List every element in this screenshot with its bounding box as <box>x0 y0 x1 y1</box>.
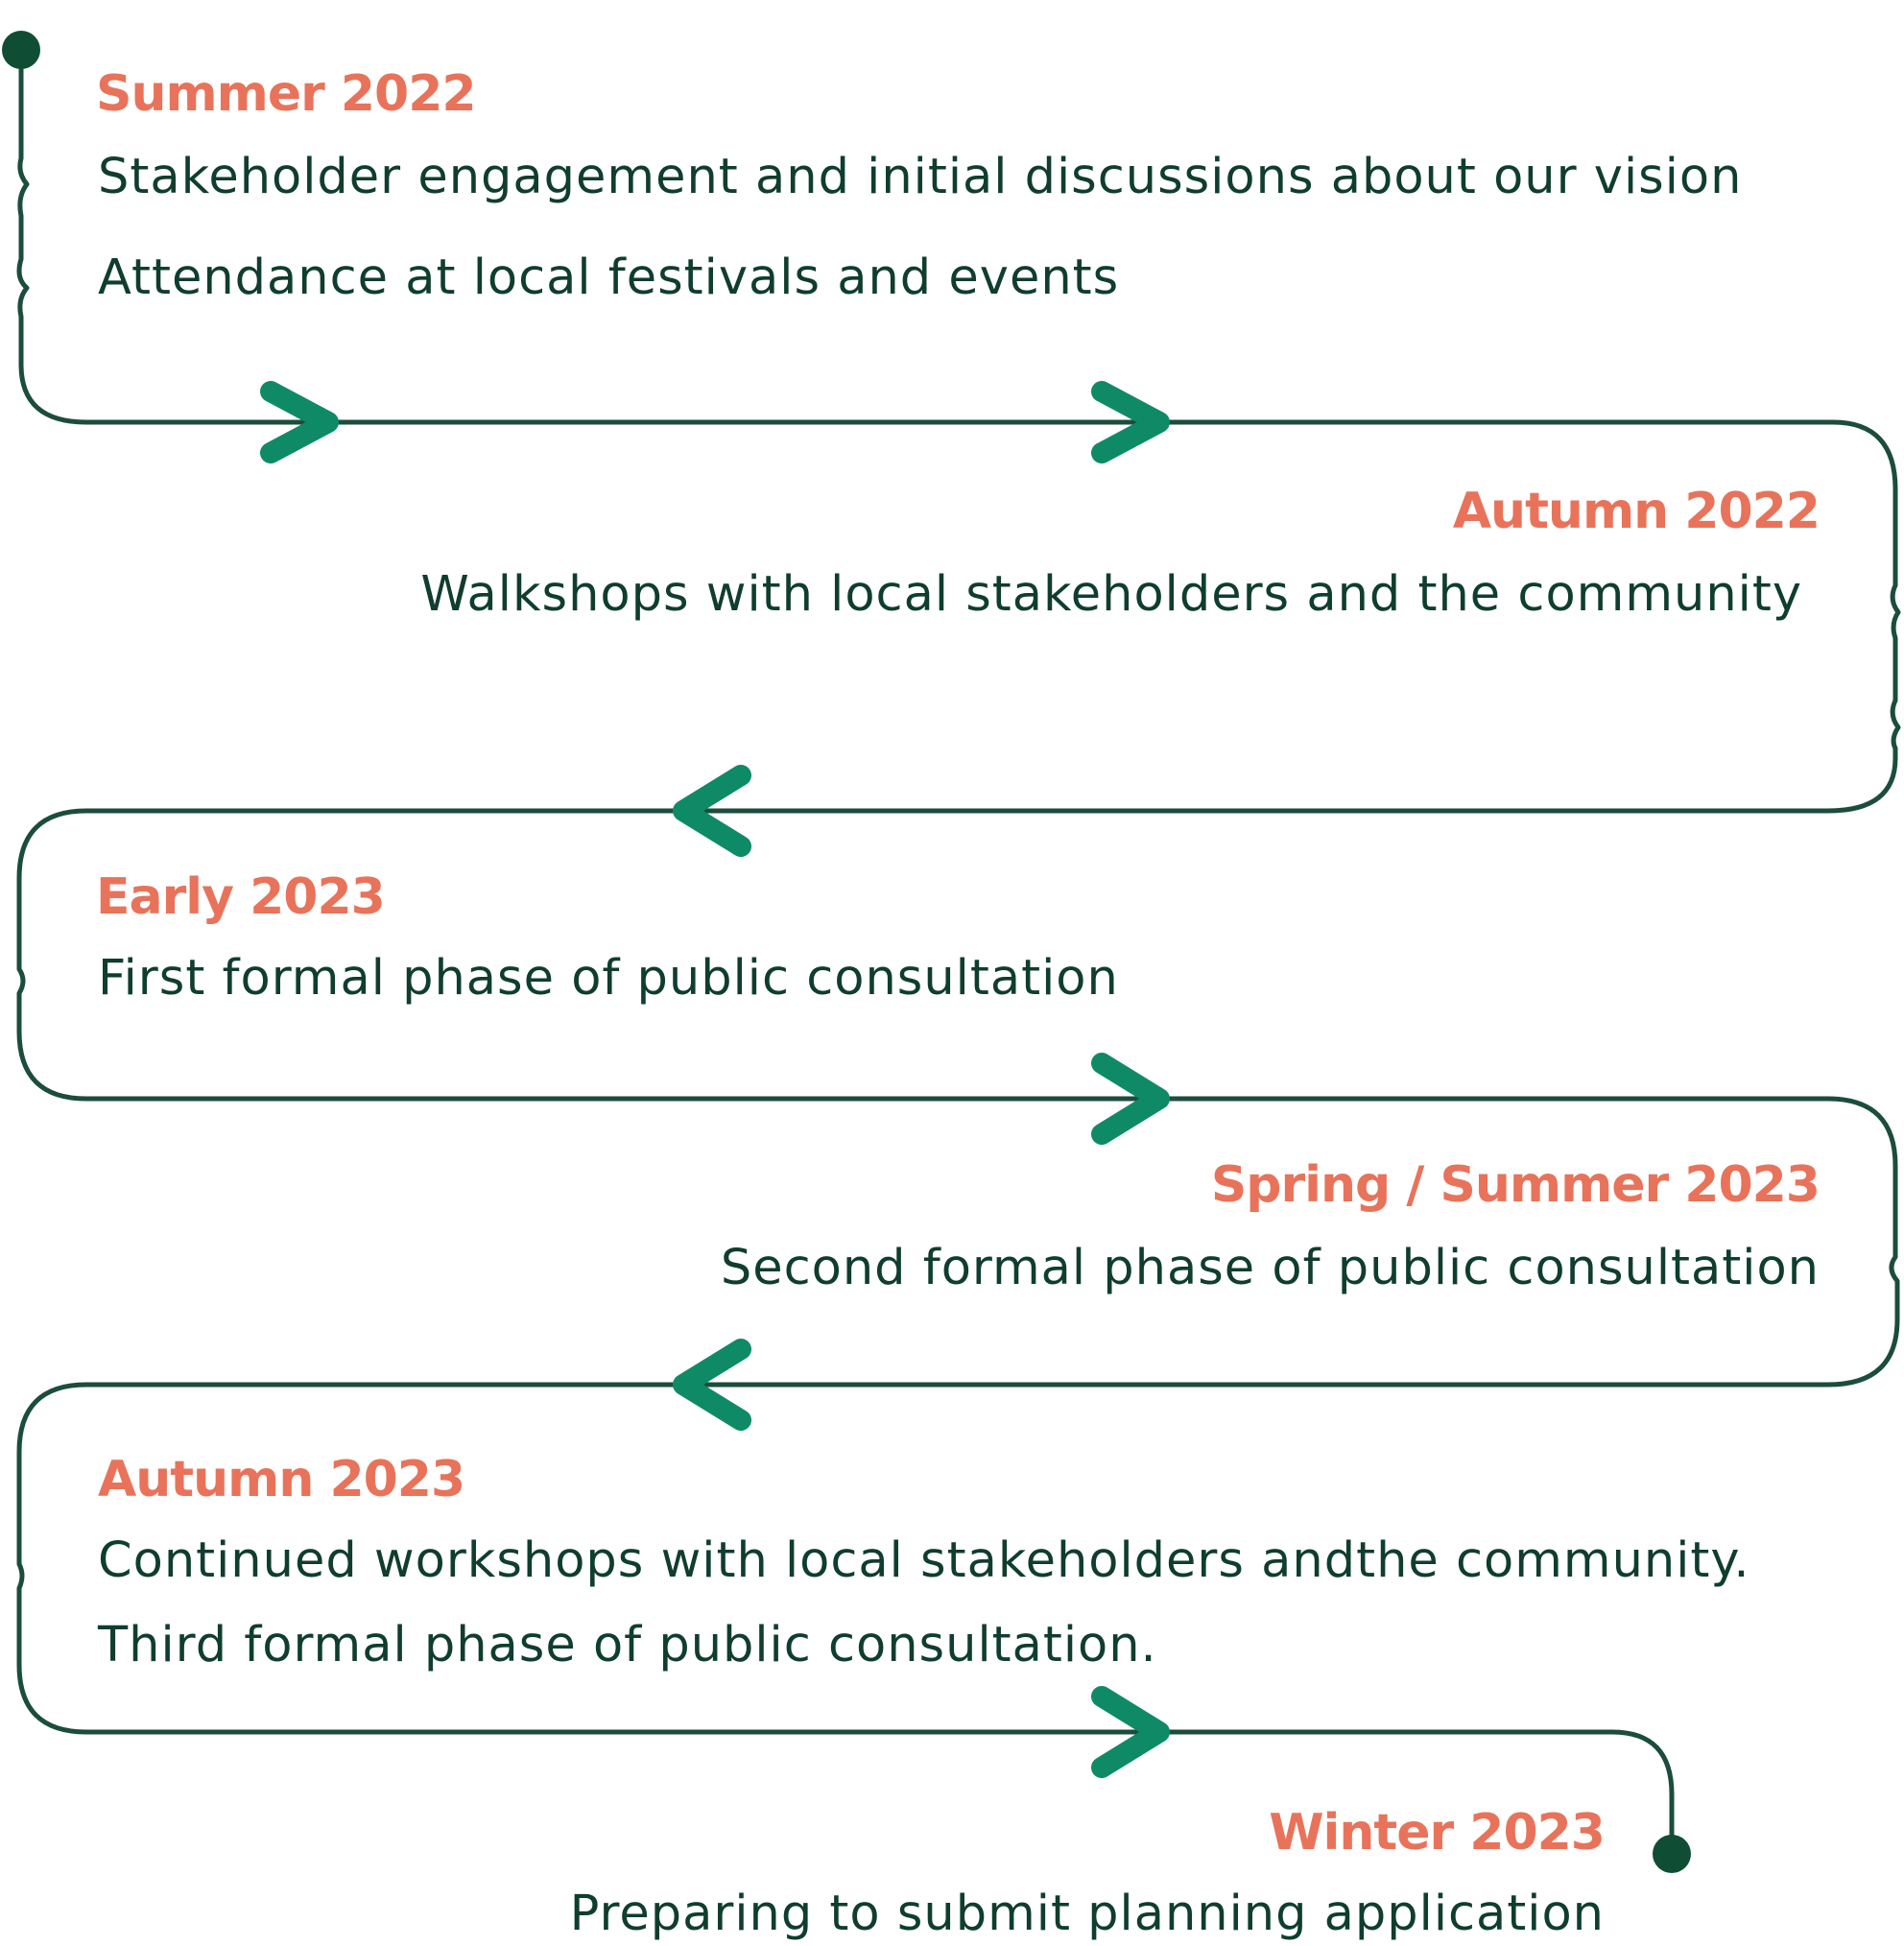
chevron-right-icon <box>1091 381 1170 463</box>
milestone-description: Continued workshops with local stakehold… <box>98 1532 1750 1589</box>
milestone-description: Third formal phase of public consultatio… <box>98 1617 1157 1673</box>
milestone-description: Preparing to submit planning application <box>569 1886 1605 1942</box>
chevron-left-icon <box>673 1339 751 1431</box>
milestone-heading-autumn-2023: Autumn 2023 <box>98 1451 465 1508</box>
chevron-right-icon <box>1091 1053 1170 1145</box>
milestone-heading-winter-2023: Winter 2023 <box>1269 1804 1606 1862</box>
milestone-description: First formal phase of public consultatio… <box>98 950 1119 1007</box>
end-dot-icon <box>1653 1835 1691 1873</box>
milestone-description: Attendance at local festivals and events <box>98 249 1120 306</box>
milestone-description: Stakeholder engagement and initial discu… <box>98 149 1743 205</box>
chevron-right-icon <box>260 381 339 463</box>
milestone-heading-spring-summer-2023: Spring / Summer 2023 <box>1210 1156 1821 1214</box>
timeline-line <box>16 47 1901 1855</box>
chevron-right-icon <box>1091 1686 1170 1778</box>
milestone-description: Second formal phase of public consultati… <box>720 1240 1820 1296</box>
milestone-heading-summer-2022: Summer 2022 <box>96 65 477 123</box>
milestone-heading-early-2023: Early 2023 <box>96 868 386 926</box>
chevron-left-icon <box>673 765 751 857</box>
milestone-heading-autumn-2022: Autumn 2022 <box>1452 483 1821 540</box>
milestone-description: Walkshops with local stakeholders and th… <box>420 566 1802 623</box>
start-dot-icon <box>2 31 40 69</box>
